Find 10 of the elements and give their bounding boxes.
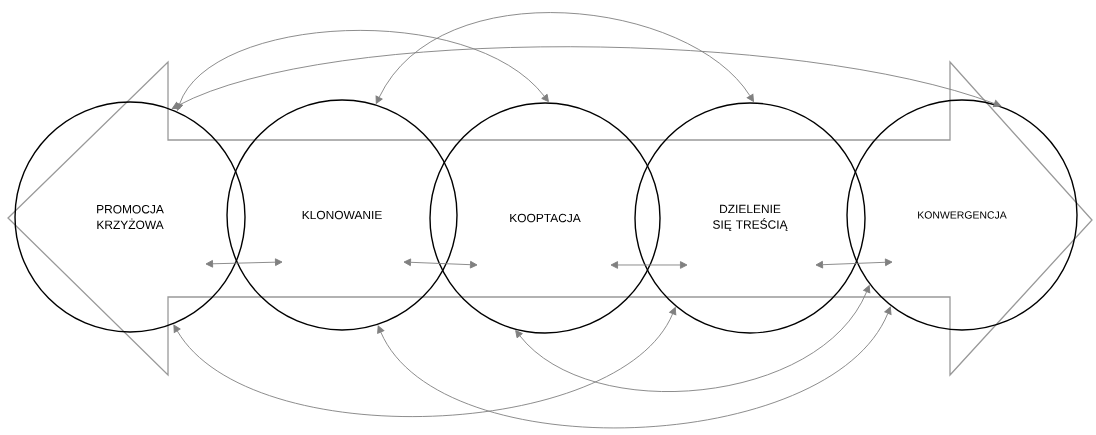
arrow bbox=[173, 307, 677, 417]
arrow bbox=[205, 258, 283, 268]
arrow bbox=[377, 306, 892, 428]
arrow bbox=[375, 12, 754, 104]
arrow bbox=[610, 261, 688, 269]
arrow bbox=[171, 46, 1002, 109]
arrow bbox=[815, 258, 893, 269]
arrow bbox=[515, 285, 871, 393]
arrow bbox=[403, 258, 478, 269]
arrow bbox=[175, 30, 549, 111]
